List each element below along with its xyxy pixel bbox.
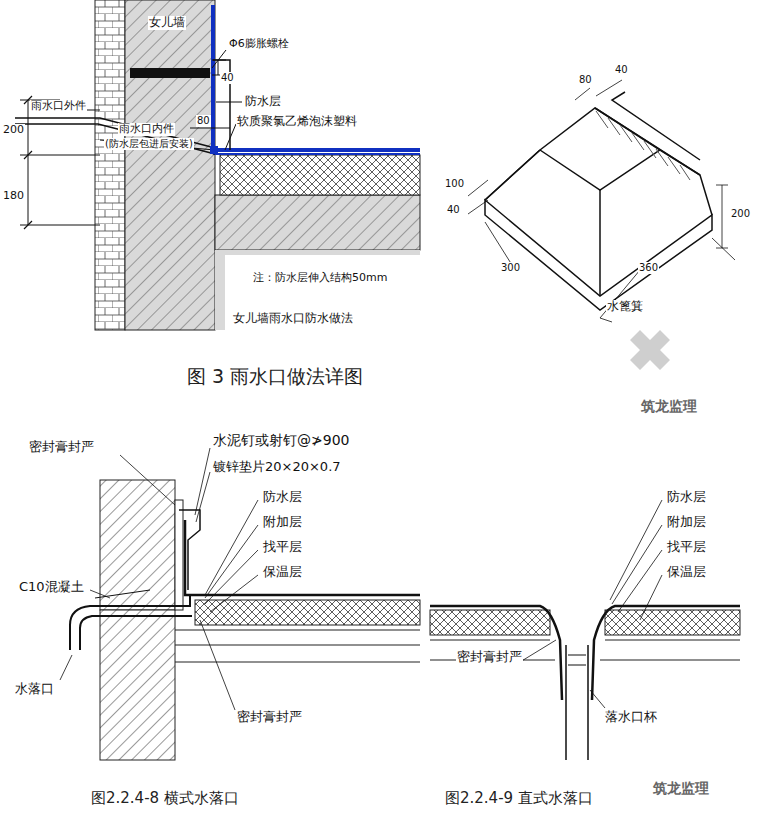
part-label: 落水口杯: [604, 710, 658, 725]
figure-caption: 图2.2.4-9 直式水落口: [444, 790, 594, 807]
part-label: 女儿墙雨水口防水做法: [232, 312, 354, 326]
part-label: (防水层包进后安装): [104, 138, 194, 150]
part-label: 200: [2, 124, 25, 137]
part-label: 水落口: [14, 682, 55, 697]
part-label: 软质聚氯乙烯泡沫塑料: [236, 115, 358, 129]
part-label: 找平层: [666, 540, 707, 555]
part-label: 80: [196, 115, 211, 127]
part-label: 40: [446, 204, 461, 216]
part-label: 防水层: [244, 95, 282, 109]
part-label: 40: [220, 72, 235, 84]
watermark: 筑龙监理: [640, 398, 698, 414]
part-label: 180: [2, 190, 25, 203]
watermark: 筑龙监理: [652, 780, 710, 796]
part-label: 100: [444, 178, 465, 190]
part-label: 附加层: [262, 515, 303, 530]
part-label: 水泥钉或射钉@≯900: [212, 432, 350, 448]
part-label: 注：防水层伸入结构50mm: [252, 272, 388, 285]
part-label: 密封膏封严: [28, 440, 95, 455]
part-label: 女儿墙: [148, 16, 186, 30]
part-label: 附加层: [666, 515, 707, 530]
part-label: 防水层: [666, 490, 707, 505]
part-label: C10混凝土: [18, 580, 85, 595]
part-label: 200: [730, 208, 751, 220]
part-label: 保温层: [262, 565, 303, 580]
part-label: 300: [500, 262, 521, 274]
part-label: 防水层: [262, 490, 303, 505]
part-label: 雨水口外件: [30, 100, 87, 113]
part-label: 水篦箕: [606, 300, 644, 314]
part-label: 40: [614, 64, 629, 76]
figure-caption: 图2.2.4-8 横式水落口: [90, 790, 240, 807]
part-label: 保温层: [666, 565, 707, 580]
part-label: 密封膏封严: [236, 710, 303, 725]
part-label: 密封膏封严: [456, 650, 523, 665]
part-label: 360: [638, 262, 659, 274]
part-label: 雨水口内件: [118, 123, 175, 136]
figure-caption: 图 3 雨水口做法详图: [186, 366, 364, 388]
part-label: Φ6膨胀螺栓: [228, 38, 290, 51]
part-label: 镀锌垫片20×20×0.7: [212, 460, 342, 475]
part-label: 找平层: [262, 540, 303, 555]
part-label: 80: [578, 74, 593, 86]
